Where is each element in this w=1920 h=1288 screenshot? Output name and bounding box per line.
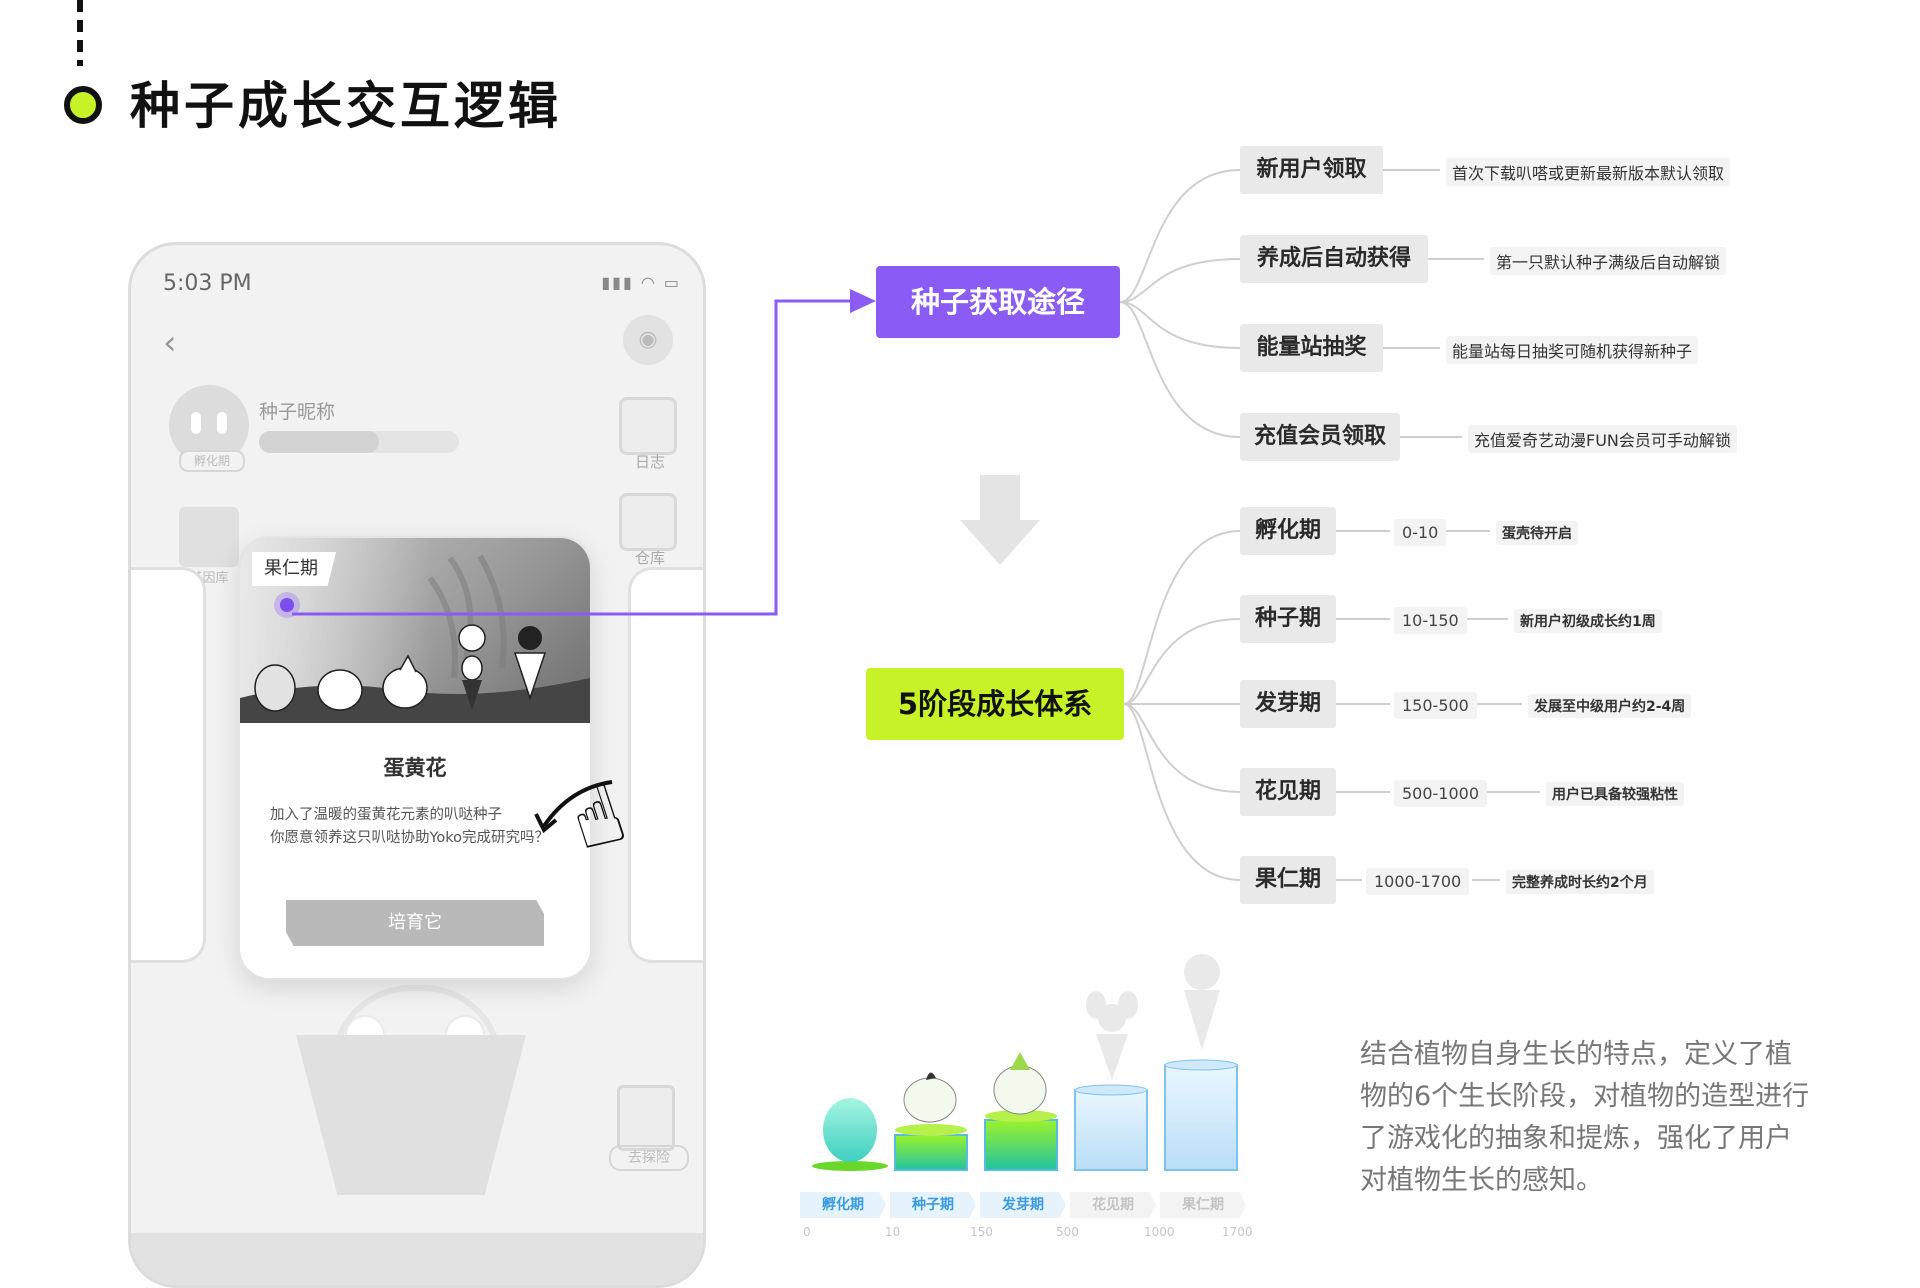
acquire-desc: 第一只默认种子满级后自动解锁 bbox=[1490, 247, 1727, 275]
acquire-hub: 种子获取途径 bbox=[876, 266, 1120, 338]
growth-node-nut: 果仁期 bbox=[1240, 856, 1336, 904]
status-time: 5:03 PM bbox=[163, 271, 252, 296]
growth-desc: 发展至中级用户约2-4周 bbox=[1528, 694, 1692, 718]
left-card-peek[interactable] bbox=[131, 567, 206, 963]
card-desc-line: 加入了温暖的蛋黄花元素的叭哒种子 bbox=[270, 807, 502, 823]
growth-desc: 新用户初级成长约1周 bbox=[1514, 609, 1662, 633]
adopt-button[interactable]: 培育它 bbox=[286, 900, 544, 946]
stage-label: 孵化期 bbox=[800, 1192, 886, 1218]
acquire-node-new-user: 新用户领取 bbox=[1240, 146, 1383, 194]
avatar-eye bbox=[217, 412, 227, 434]
explore-button[interactable] bbox=[617, 1085, 675, 1151]
plant-lineup-illustration bbox=[240, 554, 590, 723]
summary-text: 结合植物自身生长的特点，定义了植物的6个生长阶段，对植物的造型进行了游戏化的抽象… bbox=[1360, 1039, 1810, 1196]
stage-threshold: 1700 bbox=[1222, 1225, 1253, 1239]
growth-range: 500-1000 bbox=[1394, 780, 1488, 807]
acquire-node-vip: 充值会员领取 bbox=[1240, 413, 1400, 461]
growth-node-sprout: 发芽期 bbox=[1240, 680, 1336, 728]
stage-threshold: 10 bbox=[885, 1225, 901, 1239]
stage-label: 花见期 bbox=[1070, 1192, 1156, 1218]
back-icon[interactable]: ‹ bbox=[163, 323, 177, 363]
seed-nickname: 种子昵称 bbox=[259, 401, 336, 423]
acquire-node-lottery: 能量站抽奖 bbox=[1240, 324, 1383, 372]
card-description: 加入了温暖的蛋黄花元素的叭哒种子 你愿意领养这只叭哒协助Yoko完成研究吗？ bbox=[270, 804, 560, 850]
diary-label: 日志 bbox=[634, 453, 665, 471]
growth-node-seed: 种子期 bbox=[1240, 595, 1336, 643]
card-illustration: 果仁期 bbox=[240, 538, 590, 723]
growth-range: 0-10 bbox=[1394, 519, 1447, 546]
avatar-eye bbox=[191, 412, 201, 434]
stage-label: 果仁期 bbox=[1160, 1192, 1246, 1218]
stage-label: 发芽期 bbox=[980, 1192, 1066, 1218]
growth-range: 150-500 bbox=[1394, 692, 1477, 719]
acquire-desc: 首次下载叭嗒或更新最新版本默认领取 bbox=[1446, 158, 1731, 186]
diary-button[interactable] bbox=[619, 397, 677, 455]
growth-desc: 用户已具备较强粘性 bbox=[1546, 782, 1684, 806]
growth-node-bloom: 花见期 bbox=[1240, 768, 1336, 816]
explore-label: 去探险 bbox=[609, 1145, 689, 1171]
seed-card: 果仁期 蛋黄花 加入了温暖的蛋黄花元素的叭哒种子 你愿意领养这只叭哒协助Yoko… bbox=[238, 536, 592, 980]
stage-label: 种子期 bbox=[890, 1192, 976, 1218]
growth-bar-fill bbox=[259, 431, 379, 453]
acquire-desc: 能量站每日抽奖可随机获得新种子 bbox=[1446, 336, 1699, 364]
page-title: 种子成长交互逻辑 bbox=[130, 77, 562, 135]
growth-stage-illustration bbox=[812, 954, 1238, 1171]
basket-icon bbox=[296, 1035, 526, 1195]
stage-threshold: 0 bbox=[803, 1225, 811, 1239]
stage-threshold: 1000 bbox=[1144, 1225, 1175, 1239]
acquire-desc: 充值爱奇艺动漫FUN会员可手动解锁 bbox=[1468, 425, 1737, 453]
header-dashed-line bbox=[77, 0, 83, 66]
gene-library-button[interactable] bbox=[179, 507, 239, 567]
camera-icon[interactable]: ◉ bbox=[623, 315, 673, 365]
growth-hub: 5阶段成长体系 bbox=[866, 668, 1124, 740]
stage-threshold: 150 bbox=[970, 1225, 993, 1239]
hotspot-dot[interactable] bbox=[280, 598, 294, 612]
card-title: 蛋黄花 bbox=[383, 756, 447, 780]
growth-range: 10-150 bbox=[1394, 607, 1467, 634]
warehouse-button[interactable] bbox=[619, 493, 677, 551]
growth-range: 1000-1700 bbox=[1366, 868, 1470, 895]
stage-threshold: 500 bbox=[1056, 1225, 1079, 1239]
card-desc-line: 你愿意领养这只叭哒协助Yoko完成研究吗？ bbox=[270, 830, 550, 846]
acquire-node-auto: 养成后自动获得 bbox=[1240, 235, 1428, 283]
growth-desc: 蛋壳待开启 bbox=[1496, 521, 1578, 545]
growth-node-incubation: 孵化期 bbox=[1240, 507, 1336, 555]
status-icons: ▮▮▮ ◠ ▭ bbox=[601, 273, 681, 292]
header-bullet bbox=[64, 86, 102, 124]
curved-arrow bbox=[534, 780, 613, 834]
right-card-peek[interactable] bbox=[628, 567, 703, 963]
card-stage-tag: 果仁期 bbox=[252, 552, 336, 586]
stage-badge: 孵化期 bbox=[179, 450, 245, 472]
warehouse-label: 仓库 bbox=[634, 549, 665, 567]
growth-desc: 完整养成时长约2个月 bbox=[1506, 870, 1654, 894]
